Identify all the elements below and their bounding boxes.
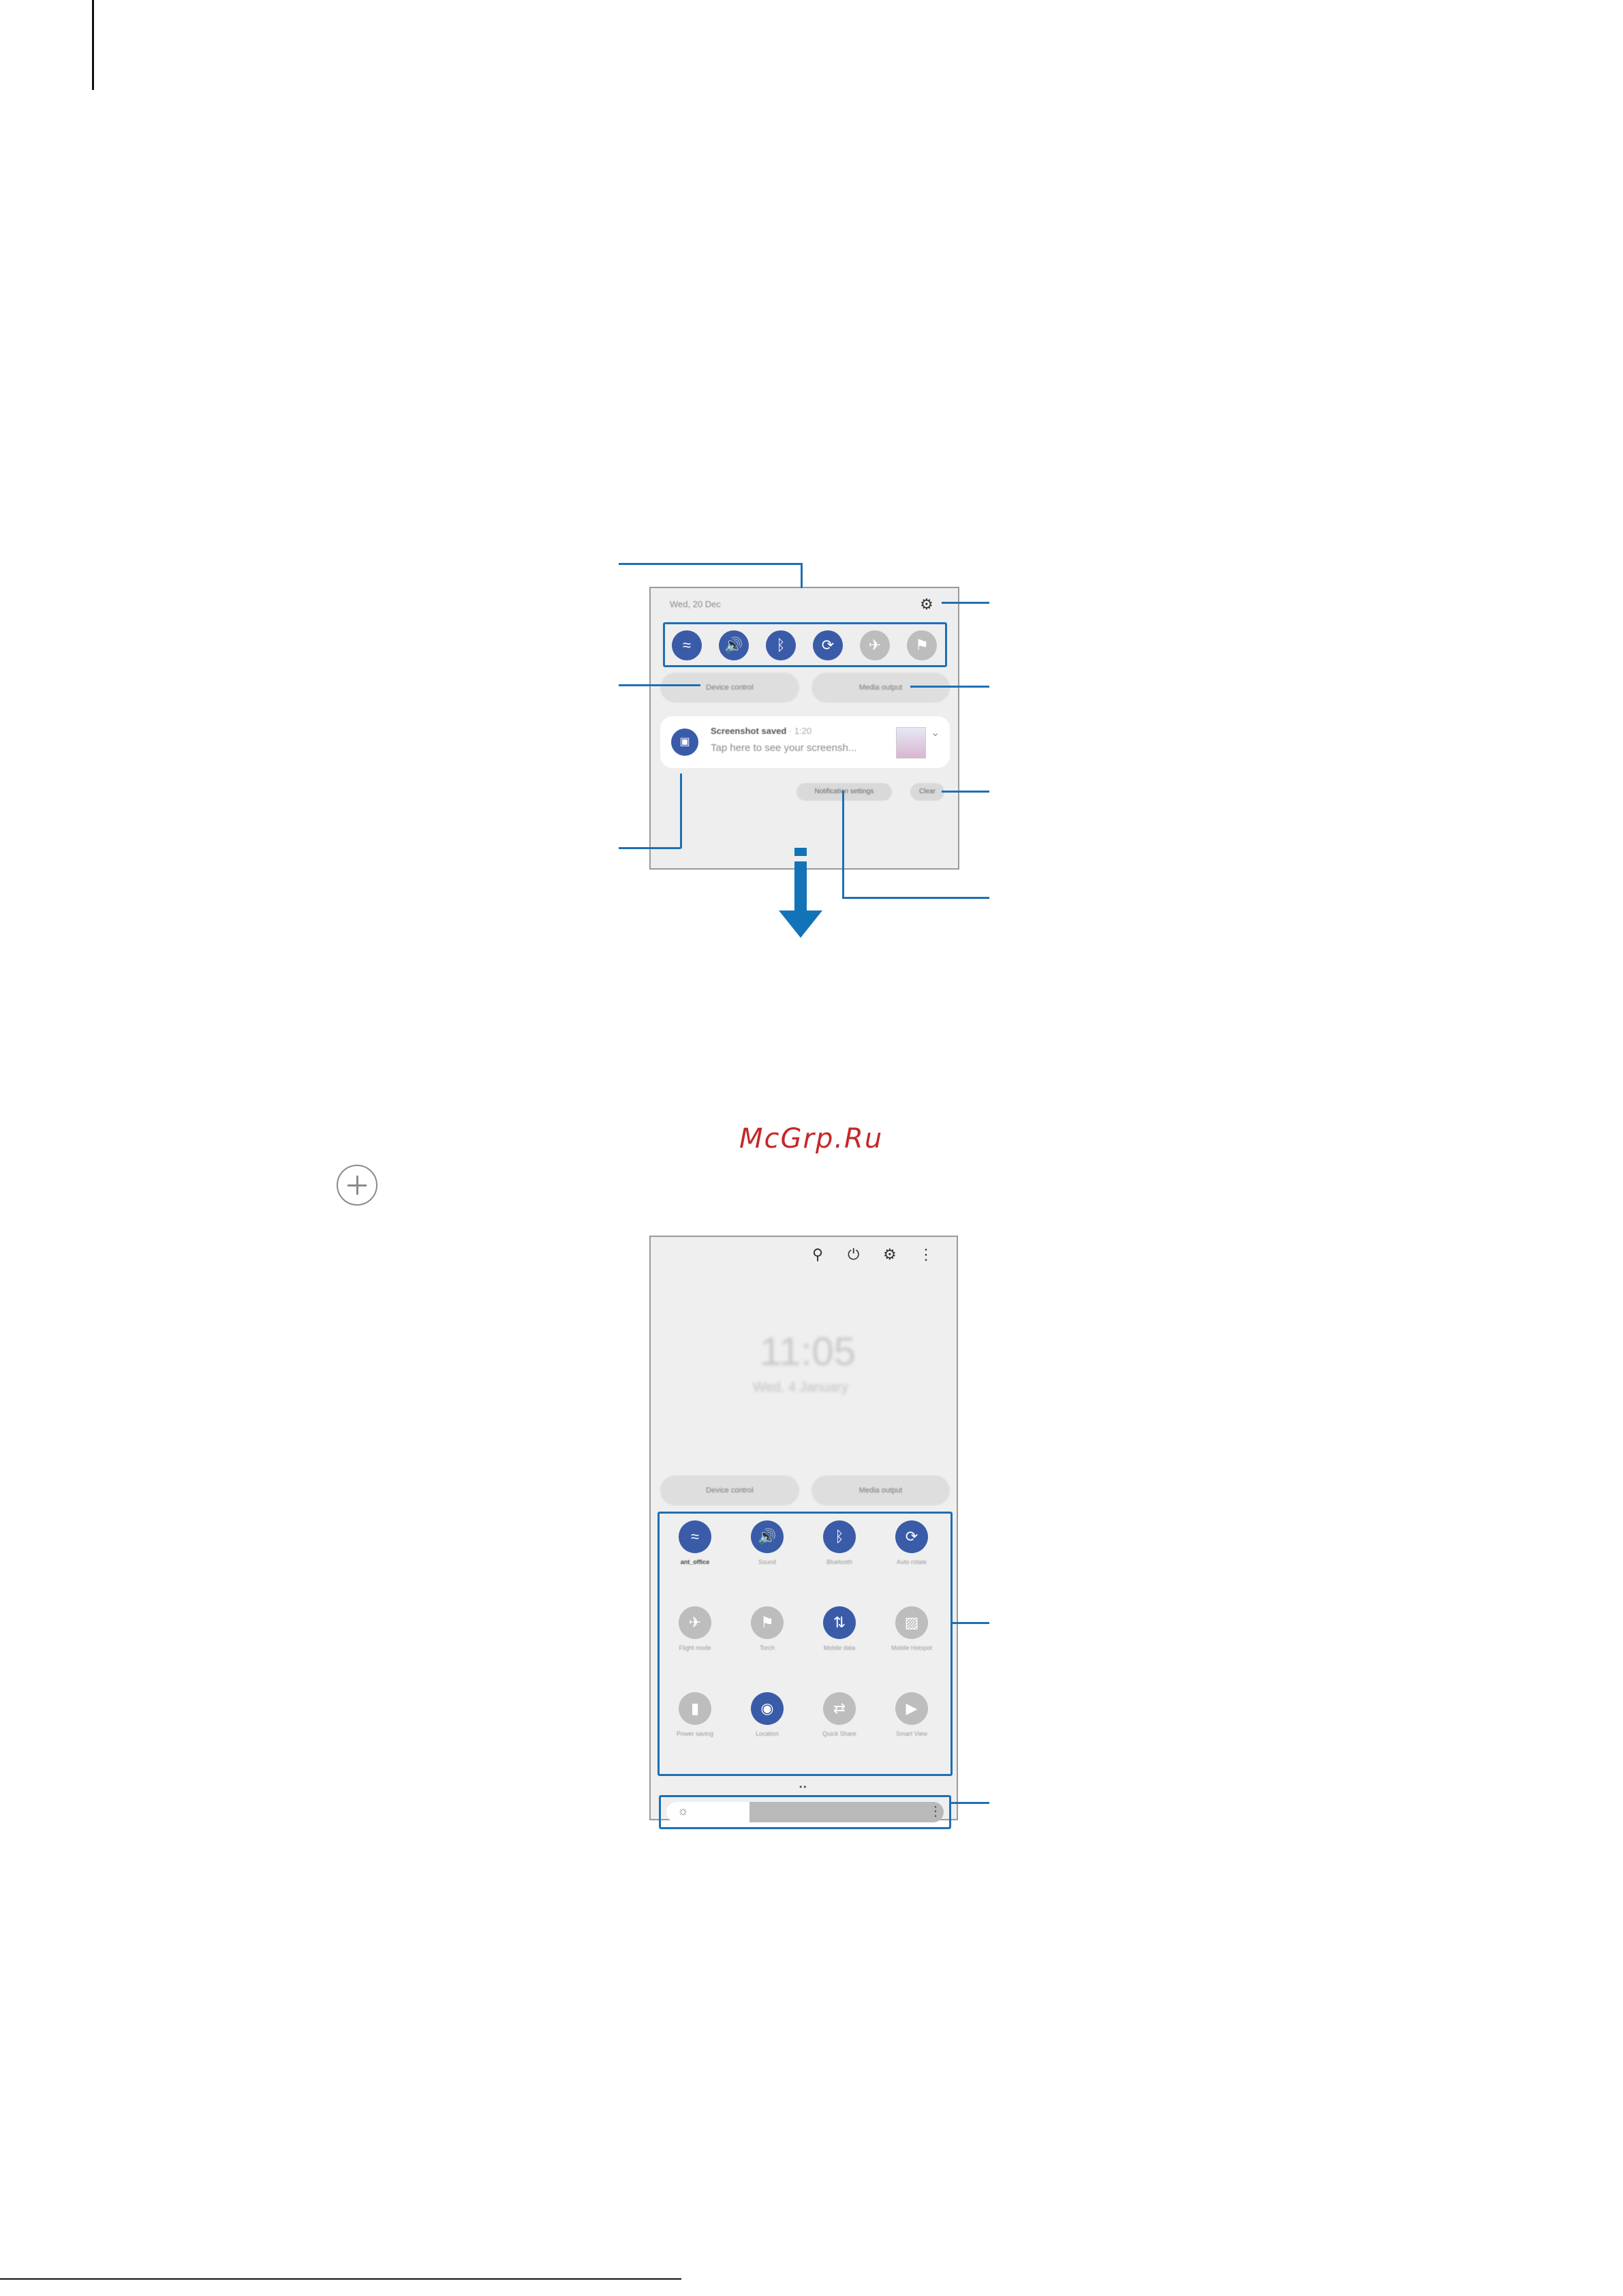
qs-label-sound: Sound xyxy=(758,1559,777,1565)
qs-label-quick-share: Quick Share xyxy=(822,1730,856,1737)
callout-line xyxy=(951,1802,989,1804)
callout-line xyxy=(942,791,989,793)
quick-share-icon[interactable]: ⇄ xyxy=(823,1692,856,1725)
sound-icon[interactable]: 🔊 xyxy=(719,630,749,660)
brightness-level xyxy=(666,1802,750,1822)
app-icon: ▣ xyxy=(671,729,698,756)
device-control-button[interactable]: Device control xyxy=(660,673,799,703)
torch-icon[interactable]: ⚑ xyxy=(907,630,937,660)
arrow-down-icon xyxy=(794,848,807,856)
qs-label-flight-mode: Flight mode xyxy=(679,1644,711,1651)
notification-text: Tap here to see your screensh... xyxy=(711,742,857,754)
more-options-icon[interactable]: ⋮ xyxy=(918,1246,933,1263)
media-output-button[interactable]: Media output xyxy=(812,673,950,703)
qs-label-auto-rotate: Auto rotate xyxy=(896,1559,927,1565)
quick-settings-buttons: ≈ 🔊 ᛒ ⟳ ✈ ⚑ xyxy=(663,622,947,667)
callout-line xyxy=(910,686,989,688)
quick-settings-grid: ≈ ant_office 🔊 Sound ᛒ Bluetooth ⟳ Auto … xyxy=(658,1512,953,1776)
smart-view-icon[interactable]: ▶ xyxy=(895,1692,928,1725)
location-icon[interactable]: ◉ xyxy=(751,1692,784,1725)
media-output-button[interactable]: Media output xyxy=(812,1475,950,1505)
wifi-icon[interactable]: ≈ xyxy=(679,1520,711,1553)
power-saving-icon[interactable]: ▮ xyxy=(679,1692,711,1725)
qs-label-location: Location xyxy=(755,1730,779,1737)
notification-panel: Wed, 20 Dec ⚙ ≈ 🔊 ᛒ ⟳ ✈ ⚑ Device control… xyxy=(649,587,959,870)
wifi-icon[interactable]: ≈ xyxy=(672,630,702,660)
callout-line xyxy=(951,1622,989,1624)
notification-time: · 1:20 xyxy=(788,726,812,736)
callout-line xyxy=(942,602,989,604)
arrow-down-icon-stem xyxy=(794,861,807,894)
clock-time: 11:05 xyxy=(760,1330,856,1374)
power-icon[interactable]: ⏻ xyxy=(848,1246,860,1263)
qs-label-power-saving: Power saving xyxy=(676,1730,714,1737)
airplane-mode-icon[interactable]: ✈ xyxy=(679,1606,711,1639)
qs-label-hotspot: Mobile Hotspot xyxy=(891,1644,933,1651)
quick-panel: ⚲ ⏻ ⚙ ⋮ 11:05 Wed, 4 January Device cont… xyxy=(649,1236,958,1829)
qs-label-torch: Torch xyxy=(759,1644,775,1651)
brightness-sun-icon: ☼ xyxy=(677,1804,689,1818)
mobile-data-icon[interactable]: ⇅ xyxy=(823,1606,856,1639)
plus-circle-icon xyxy=(337,1165,377,1206)
arrow-down-icon-head xyxy=(779,910,822,938)
brightness-slider[interactable]: ☼ ⋮ xyxy=(666,1802,944,1822)
airplane-mode-icon[interactable]: ✈ xyxy=(860,630,890,660)
auto-rotate-icon[interactable]: ⟳ xyxy=(813,630,843,660)
callout-line xyxy=(619,847,681,849)
sound-icon[interactable]: 🔊 xyxy=(751,1520,784,1553)
margin-rule-left xyxy=(92,0,94,90)
brightness-bar: ☼ ⋮ xyxy=(659,1795,951,1829)
qs-label-mobile-data: Mobile data xyxy=(823,1644,856,1651)
clock-date: Wed, 4 January xyxy=(753,1380,848,1395)
gear-icon[interactable]: ⚙ xyxy=(883,1246,897,1263)
clear-button[interactable]: Clear xyxy=(910,783,944,801)
hotspot-icon[interactable]: ▨ xyxy=(895,1606,928,1639)
bluetooth-icon[interactable]: ᛒ xyxy=(766,630,796,660)
callout-line xyxy=(842,791,844,898)
gear-icon[interactable]: ⚙ xyxy=(920,596,933,613)
callout-line xyxy=(801,563,803,588)
callout-line xyxy=(619,684,700,686)
device-control-button[interactable]: Device control xyxy=(660,1475,799,1505)
more-options-icon[interactable]: ⋮ xyxy=(929,1804,942,1819)
search-icon[interactable]: ⚲ xyxy=(812,1246,824,1263)
callout-line xyxy=(842,897,989,899)
page-indicator: •• xyxy=(799,1782,808,1792)
footer-rule xyxy=(0,2278,681,2280)
torch-icon[interactable]: ⚑ xyxy=(751,1606,784,1639)
qs-label-wifi: ant_office xyxy=(680,1559,710,1565)
arrow-down-icon-neck xyxy=(794,894,807,912)
chevron-down-icon[interactable]: ⌄ xyxy=(931,727,940,739)
watermark: McGrp.Ru xyxy=(739,1123,884,1154)
panel-date: Wed, 20 Dec xyxy=(670,599,721,609)
qs-label-bluetooth: Bluetooth xyxy=(826,1559,853,1565)
screenshot-thumbnail xyxy=(896,727,926,759)
notification-title: Screenshot saved · 1:20 xyxy=(711,726,812,736)
notification-card[interactable]: ▣ Screenshot saved · 1:20 Tap here to se… xyxy=(660,716,950,768)
qs-label-smart-view: Smart View xyxy=(896,1730,927,1737)
notification-title-text: Screenshot saved xyxy=(711,726,787,736)
bluetooth-icon[interactable]: ᛒ xyxy=(823,1520,856,1553)
auto-rotate-icon[interactable]: ⟳ xyxy=(895,1520,928,1553)
notification-settings-button[interactable]: Notification settings xyxy=(797,783,892,801)
callout-line xyxy=(619,563,803,565)
callout-line xyxy=(680,774,682,848)
